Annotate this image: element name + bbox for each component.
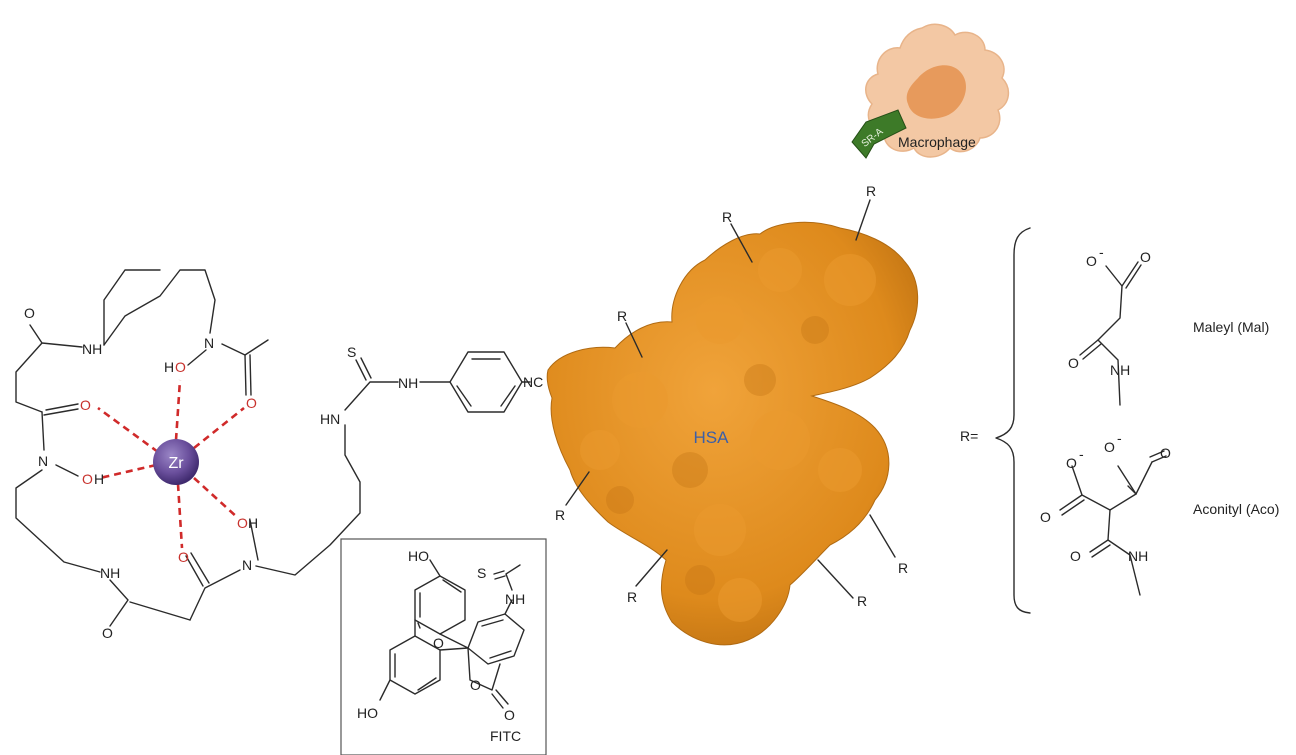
fitc-o-ring: O (433, 635, 444, 651)
r-substituent-lines (565, 199, 896, 599)
fitc-ho-bottom: HO (357, 705, 378, 721)
macrophage-label: Macrophage (898, 134, 976, 150)
fitc-o-lactone: O (470, 677, 481, 693)
macrophage: SR-A Macrophage (851, 23, 1010, 159)
aconityl-charge-1: - (1117, 430, 1122, 446)
aconityl-structure (1059, 450, 1167, 596)
maleyl-structure (1079, 261, 1142, 406)
zr-coordination-bonds (97, 379, 245, 549)
atom-oh-left-h: H (94, 471, 104, 487)
aconityl-o-minus-1: O (1104, 439, 1115, 455)
atom-oh-left-o: O (82, 471, 93, 487)
phenyl-ring (449, 351, 523, 413)
linker-hn-left: HN (320, 411, 340, 427)
atom-o-top-carbonyl: O (24, 305, 35, 321)
atom-o-red-bottom: O (178, 549, 189, 565)
hsa-surface-shading (606, 316, 829, 595)
maleyl-o-minus: O (1086, 253, 1097, 269)
atom-ho-top-o: O (175, 359, 186, 375)
r-label-1: R (722, 209, 732, 225)
atom-n-bottom-right: N (242, 557, 252, 573)
zirconium-atom (153, 439, 199, 485)
fitc-structure (379, 559, 525, 709)
aconityl-o-acid-2: O (1160, 445, 1171, 461)
atom-ho-top-h: H (164, 359, 174, 375)
atom-o-bottom-carbonyl: O (102, 625, 113, 641)
atom-nh-top: NH (82, 341, 102, 357)
fitc-o-carbonyl: O (504, 707, 515, 723)
r-label-3: R (617, 308, 627, 324)
maleyl-name: Maleyl (Mal) (1193, 319, 1269, 335)
fitc-nh: NH (505, 591, 525, 607)
thiourea-phenyl-linker: S NH HN (320, 344, 531, 427)
aconityl-o-minus-2: O (1066, 455, 1077, 471)
zirconium-label: Zr (168, 455, 184, 472)
atom-oh-right-h: H (248, 515, 258, 531)
r-group-bracket (995, 227, 1031, 614)
atom-oh-right-o: O (237, 515, 248, 531)
atom-n-left: N (38, 453, 48, 469)
macrophage-nucleus (906, 65, 967, 119)
fitc-box (340, 538, 547, 755)
linker-ncs-atom: NC (523, 374, 543, 390)
atom-o-red-right: O (246, 395, 257, 411)
fitc-inset: HO S NH O O O HO FITC (340, 538, 547, 755)
r-label-6: R (627, 589, 637, 605)
r-equals-label: R= (960, 428, 978, 444)
hsa-protein: HSA R R R R R R R (546, 183, 919, 646)
r-label-2: R (866, 183, 876, 199)
aconityl-o-amide: O (1070, 548, 1081, 564)
linker-nh-right: NH (398, 375, 418, 391)
r-label-4: R (555, 507, 565, 523)
atom-n-top-right: N (204, 335, 214, 351)
aconityl-o-acid-1: O (1040, 509, 1051, 525)
fitc-label: FITC (490, 728, 521, 744)
maleyl-nh: NH (1110, 362, 1130, 378)
r-label-7: R (857, 593, 867, 609)
r-group-definition: R= O - O O NH Maleyl (Mal) O (960, 227, 1279, 614)
atom-nh-bottom: NH (100, 565, 120, 581)
aconityl-charge-2: - (1079, 446, 1084, 462)
r-label-5: R (898, 560, 908, 576)
chelator-bonds (15, 269, 361, 627)
dfo-zr-chelator: Zr O NH O N O H NH O H O N O O N O H (15, 269, 361, 641)
hsa-label: HSA (694, 428, 730, 447)
aconityl-nh: NH (1128, 548, 1148, 564)
maleyl-o-acid: O (1140, 249, 1151, 265)
fitc-ho-top: HO (408, 548, 429, 564)
sr-a-receptor (851, 109, 907, 159)
maleyl-charge: - (1099, 244, 1104, 260)
linker-s-atom: S (347, 344, 356, 360)
fitc-s-atom: S (477, 565, 486, 581)
atom-o-red-left: O (80, 397, 91, 413)
hsa-surface-texture (580, 248, 876, 622)
hsa-surface (546, 221, 919, 646)
maleyl-o-amide: O (1068, 355, 1079, 371)
aconityl-name: Aconityl (Aco) (1193, 501, 1279, 517)
